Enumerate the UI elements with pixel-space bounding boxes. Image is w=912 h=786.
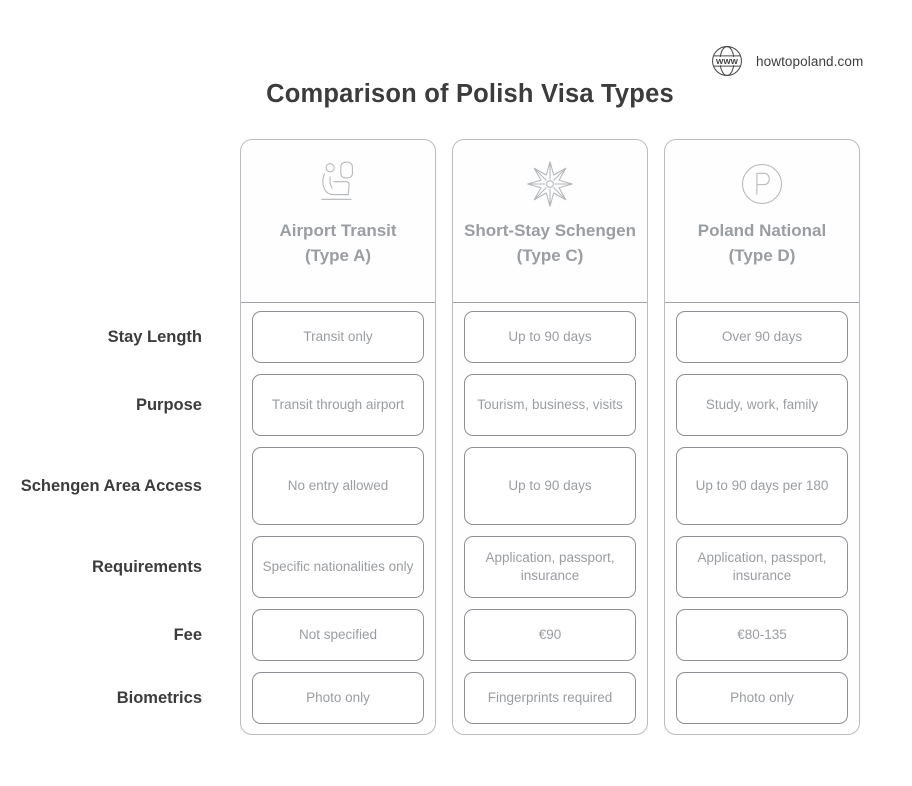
row-label-requirements: Requirements: [91, 557, 202, 576]
cell-r1-c1: Transit only: [252, 311, 424, 363]
visa-column-header: Poland National(Type D): [665, 140, 859, 303]
cell-r3-c2: Up to 90 days: [464, 447, 636, 525]
cell-r2-c1: Transit through airport: [252, 374, 424, 436]
visa-column-title: Poland National(Type D): [697, 221, 827, 266]
svg-text:WWW: WWW: [716, 57, 739, 66]
cell-r3-c3: Up to 90 days per 180: [676, 447, 848, 525]
cell-r6-c3: Photo only: [676, 672, 848, 724]
cell-r3-c1: No entry allowed: [252, 447, 424, 525]
cell-r4-c1: Specific nationalities only: [252, 536, 424, 598]
cell-r1-c2: Up to 90 days: [464, 311, 636, 363]
circled-p-icon: [734, 156, 790, 212]
row-label-biometrics: Biometrics: [116, 688, 202, 707]
brand-logo: WWW howtopoland.com: [708, 42, 863, 80]
cell-r4-c3: Application, passport, insurance: [676, 536, 848, 598]
row-label-stay-length: Stay Length: [107, 327, 202, 346]
compass-star-icon: [522, 156, 578, 212]
globe-www-icon: WWW: [708, 42, 746, 80]
cell-r4-c2: Application, passport, insurance: [464, 536, 636, 598]
visa-column-title: Short-Stay Schengen(Type C): [464, 221, 636, 266]
cell-r5-c2: €90: [464, 609, 636, 661]
row-label-purpose: Purpose: [135, 395, 202, 414]
row-label-fee: Fee: [173, 625, 202, 644]
airplane-seat-icon: [310, 156, 366, 212]
cell-r2-c3: Study, work, family: [676, 374, 848, 436]
page-title: Comparison of Polish Visa Types: [266, 80, 674, 108]
cell-r6-c1: Photo only: [252, 672, 424, 724]
row-label-schengen-area-access: Schengen Area Access: [20, 476, 202, 495]
visa-column-header: Airport Transit(Type A): [241, 140, 435, 303]
cell-r1-c3: Over 90 days: [676, 311, 848, 363]
cell-r2-c2: Tourism, business, visits: [464, 374, 636, 436]
brand-name: howtopoland.com: [756, 53, 864, 69]
cell-r6-c2: Fingerprints required: [464, 672, 636, 724]
visa-column-header: Short-Stay Schengen(Type C): [453, 140, 647, 303]
cell-r5-c1: Not specified: [252, 609, 424, 661]
cell-r5-c3: €80-135: [676, 609, 848, 661]
visa-column-2: Short-Stay Schengen(Type C) Up to 90 days…: [452, 139, 648, 735]
visa-column-title: Airport Transit(Type A): [279, 221, 397, 266]
